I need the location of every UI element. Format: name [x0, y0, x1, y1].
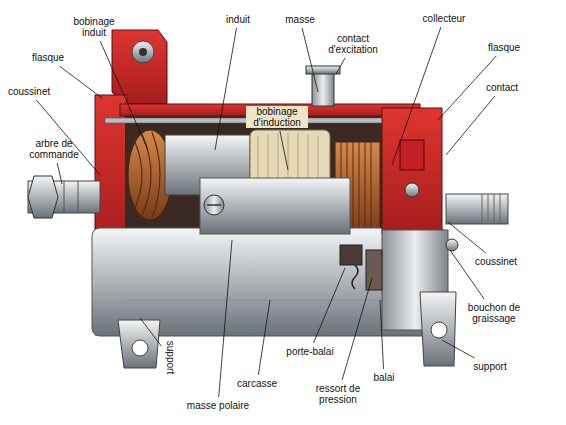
leader-line [219, 240, 232, 397]
terminal [306, 66, 340, 106]
leader-line [215, 28, 237, 150]
leader-line [140, 318, 162, 346]
leader-line [57, 163, 62, 184]
leader-line [314, 268, 345, 343]
part-label: flasque [482, 42, 526, 53]
leader-line [448, 222, 486, 253]
leader-line [59, 66, 102, 98]
part-label: ressort de pression [310, 383, 366, 405]
leader-line [302, 28, 318, 92]
part-label: masse polaire [182, 400, 254, 411]
part-label: contact [482, 82, 522, 93]
part-label: coussinet [470, 256, 522, 267]
part-label: porte-balai [280, 346, 340, 357]
part-label: coussinet [8, 86, 60, 97]
right-shaft [446, 194, 508, 251]
drive-shaft [28, 176, 100, 218]
part-label: collecteur [414, 13, 474, 24]
top-support [112, 30, 167, 104]
part-label: arbre de commande [26, 138, 82, 160]
leader-line [442, 340, 475, 358]
leader-line [336, 58, 345, 74]
leader-line [280, 131, 288, 170]
part-label: carcasse [232, 378, 282, 389]
leader-line [258, 300, 270, 375]
brush-gear [340, 245, 382, 290]
part-label: bouchon de graissage [462, 302, 526, 324]
leader-line [380, 300, 384, 369]
leader-line [392, 27, 441, 165]
leader-line [100, 41, 148, 150]
field-coil [250, 130, 330, 185]
part-label: contact d'excitation [322, 33, 384, 55]
part-label: induit [218, 14, 258, 25]
part-label: masse [280, 14, 320, 25]
leader-line [36, 100, 100, 175]
part-label: bobinage induit [66, 16, 122, 38]
leader-line [342, 278, 372, 380]
pole-piece [200, 178, 350, 234]
leader-line [446, 96, 495, 155]
part-label: balai [366, 372, 402, 383]
part-label: bobinage d'induction [246, 106, 308, 128]
part-label: flasque [26, 52, 70, 63]
part-label: support [165, 338, 176, 378]
part-label: support [468, 361, 512, 372]
